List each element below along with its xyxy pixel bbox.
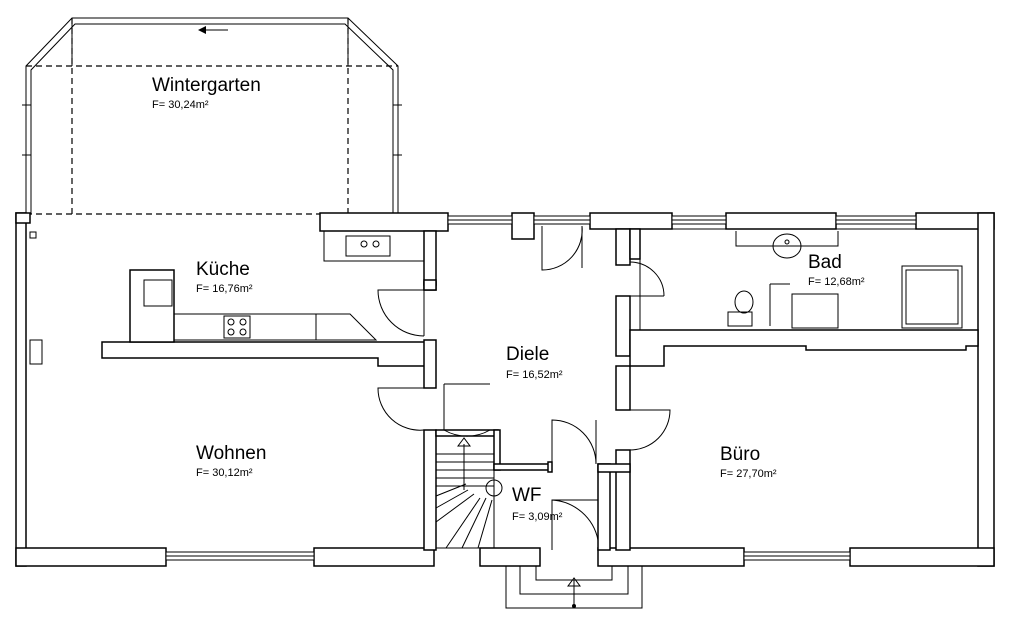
- entrance-arrow-icon: [567, 577, 581, 587]
- room-name-wf: WF: [512, 485, 542, 506]
- outer-walls: [15, 212, 995, 567]
- entrance-steps: [505, 566, 643, 609]
- room-name-diele: Diele: [506, 344, 549, 365]
- room-area-wf: F= 3,09m²: [512, 511, 563, 523]
- room-area-wohnen: F= 30,12m²: [196, 467, 253, 479]
- room-area-buero: F= 27,70m²: [720, 468, 777, 480]
- room-name-bad: Bad: [808, 252, 842, 273]
- room-name-kueche: Küche: [196, 259, 250, 280]
- windows: [165, 215, 917, 561]
- stair: [435, 435, 503, 549]
- room-area-kueche: F= 16,76m²: [196, 283, 253, 295]
- room-name-wintergarten: Wintergarten: [152, 75, 261, 96]
- room-name-wohnen: Wohnen: [196, 443, 266, 464]
- kitchen-fittings: [129, 230, 437, 343]
- arrow-left-icon: [198, 26, 228, 34]
- bathroom-fittings: [727, 231, 963, 329]
- room-area-wintergarten: F= 30,24m²: [152, 99, 209, 111]
- stair-up-arrow-icon: [457, 437, 471, 447]
- room-name-buero: Büro: [720, 444, 760, 465]
- wintergarten-structure: [22, 17, 402, 215]
- interior-walls: [101, 228, 979, 551]
- room-area-bad: F= 12,68m²: [808, 276, 865, 288]
- doors: [377, 225, 671, 550]
- room-area-diele: F= 16,52m²: [506, 369, 563, 381]
